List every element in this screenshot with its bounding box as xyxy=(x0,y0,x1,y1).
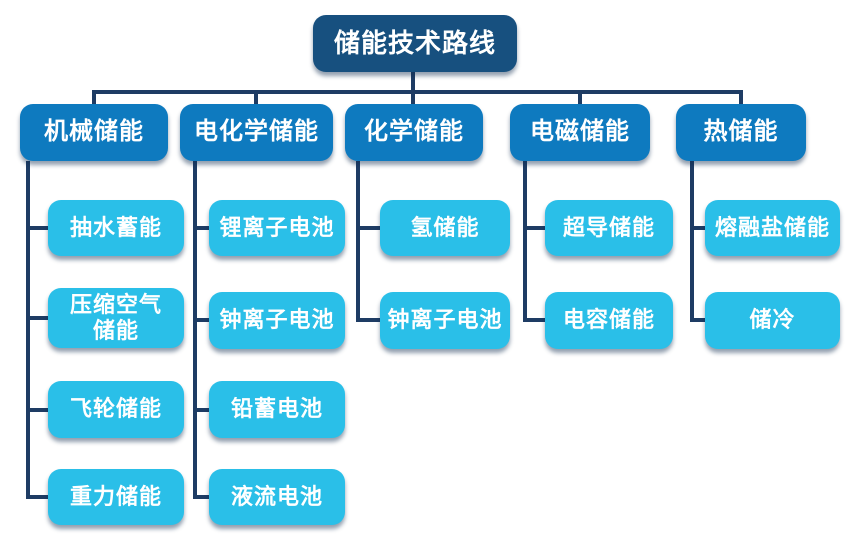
connector-col4-vertical xyxy=(523,161,527,322)
leaf-node-compressed-air-storage: 压缩空气储能 xyxy=(48,288,184,348)
leaf-node-flow-battery: 液流电池 xyxy=(209,469,345,525)
connector-col1-stub2 xyxy=(26,316,50,320)
leaf-node-lithium-ion-battery: 锂离子电池 xyxy=(209,200,345,256)
connector-col2-stub3 xyxy=(193,408,211,412)
root-node-energy-storage-roadmap: 储能技术路线 xyxy=(313,15,517,72)
connector-col1-stub4 xyxy=(26,495,50,499)
leaf-node-ion-battery-2: 钟离子电池 xyxy=(380,292,510,349)
branch-node-mechanical-storage: 机械储能 xyxy=(20,104,168,161)
connector-stub-branch5 xyxy=(739,90,743,104)
connector-stub-branch1 xyxy=(92,90,96,104)
branch-node-chemical-storage: 化学储能 xyxy=(345,104,483,161)
connector-col2-stub2 xyxy=(193,318,211,322)
leaf-node-flywheel-storage: 飞轮储能 xyxy=(48,381,184,438)
connector-root-stub xyxy=(411,72,415,104)
connector-col2-vertical xyxy=(193,161,197,499)
connector-col5-stub1 xyxy=(690,226,707,230)
connector-col1-stub1 xyxy=(26,226,50,230)
branch-node-electromagnetic-storage: 电磁储能 xyxy=(510,104,650,161)
connector-col1-stub3 xyxy=(26,408,50,412)
leaf-node-capacitor-storage: 电容储能 xyxy=(545,292,673,349)
leaf-node-lead-acid-battery: 铅蓄电池 xyxy=(209,381,345,438)
leaf-node-pumped-hydro-storage: 抽水蓄能 xyxy=(48,200,184,256)
leaf-node-superconducting-storage: 超导储能 xyxy=(545,200,673,256)
connector-stub-branch4 xyxy=(578,90,582,104)
leaf-node-hydrogen-storage: 氢储能 xyxy=(380,200,510,256)
connector-col2-stub1 xyxy=(193,226,211,230)
leaf-node-cold-storage: 储冷 xyxy=(705,292,840,349)
connector-col3-vertical xyxy=(356,161,360,322)
connector-col5-vertical xyxy=(690,161,694,322)
connector-col2-stub4 xyxy=(193,495,211,499)
connector-col3-stub2 xyxy=(356,318,382,322)
leaf-node-ion-battery: 钟离子电池 xyxy=(209,292,345,349)
leaf-node-molten-salt-storage: 熔融盐储能 xyxy=(705,200,840,256)
connector-col3-stub1 xyxy=(356,226,382,230)
branch-node-thermal-storage: 热储能 xyxy=(676,104,806,161)
connector-col4-stub1 xyxy=(523,226,547,230)
connector-col4-stub2 xyxy=(523,318,547,322)
connector-bus xyxy=(92,90,743,94)
branch-node-electrochemical-storage: 电化学储能 xyxy=(180,104,333,161)
connector-col5-stub2 xyxy=(690,318,707,322)
leaf-node-gravity-storage: 重力储能 xyxy=(48,469,184,525)
connector-stub-branch2 xyxy=(254,90,258,104)
connector-col1-vertical xyxy=(26,161,30,499)
